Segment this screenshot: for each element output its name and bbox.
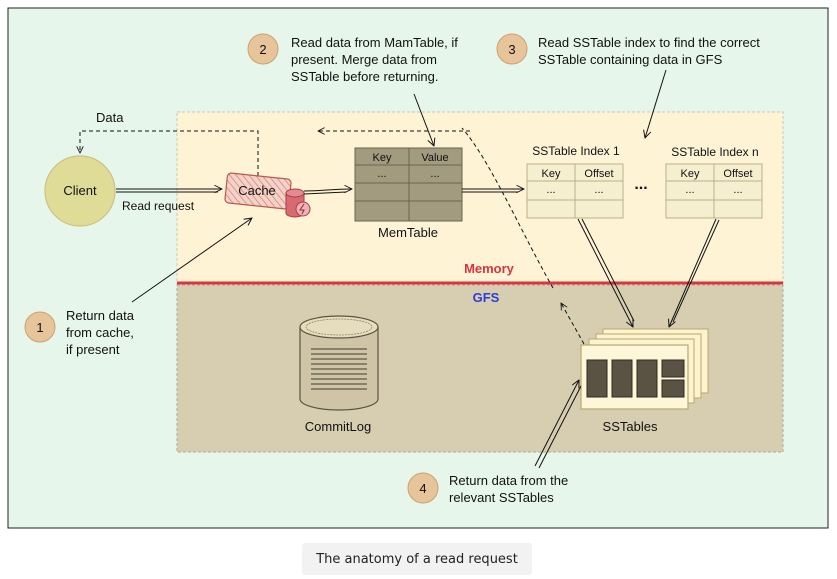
cache-node: Cache [224, 172, 292, 210]
commitlog-label: CommitLog [305, 419, 371, 434]
index-1-offset-header: Offset [584, 168, 613, 180]
sstable-index-n-title: SSTable Index n [671, 145, 758, 159]
step-2-text: present. Merge data from [291, 52, 437, 67]
step-3-text: Read SSTable index to find the correct [538, 35, 760, 50]
step-3-number: 3 [508, 42, 515, 57]
read-request-label: Read request [122, 199, 195, 213]
sstables-label: SSTables [603, 419, 658, 434]
client-node [44, 155, 116, 227]
sstable-index-n: Key Offset ... ... [665, 163, 763, 219]
step-4-pointer-second-line [538, 385, 582, 469]
index-1-to-sstables-arrow [577, 218, 633, 327]
index-n-to-sstables-arrow-second-line [672, 219, 720, 323]
step-1-number: 1 [36, 320, 43, 335]
step-2-text: Read data from MamTable, if [291, 35, 458, 50]
index-n-to-sstables-arrow [669, 218, 717, 327]
sstables-to-memtable-dashed [561, 303, 585, 345]
database-icon [285, 188, 311, 218]
step-4-text: Return data from the [449, 473, 568, 488]
data-return-path [80, 130, 259, 176]
step-3-pointer [645, 69, 667, 138]
caption-text: The anatomy of a read request [316, 551, 518, 567]
memtable-cell: ... [430, 168, 439, 180]
sstable-index-1: Key Offset ... ... [526, 163, 624, 219]
index-n-cell: ... [733, 184, 742, 196]
step-4-badge [407, 472, 439, 504]
index-ellipsis: ... [634, 176, 647, 193]
commitlog-database-icon [299, 315, 379, 411]
index-1-key-header: Key [542, 168, 561, 180]
memtable-cell: ... [377, 168, 386, 180]
memtable: Key Value ... ... [354, 147, 463, 222]
index-1-to-sstables-arrow-second-line [581, 218, 635, 322]
figure-caption: The anatomy of a read request [302, 543, 532, 575]
step-2-badge [247, 33, 279, 65]
data-label: Data [96, 110, 124, 125]
step-1-pointer [131, 218, 252, 303]
step-1-text: if present [66, 342, 120, 357]
sstables-stack-icon [580, 328, 709, 410]
sstable-index-1-title: SSTable Index 1 [532, 144, 620, 158]
cache-label: Cache [238, 183, 276, 198]
step-1-badge [24, 311, 56, 343]
gfs-label: GFS [473, 290, 500, 305]
step-3-badge [496, 33, 528, 65]
memtable-key-header: Key [373, 152, 392, 164]
step-2-text: SSTable before returning. [291, 69, 438, 84]
index-1-cell: ... [594, 184, 603, 196]
step-4-number: 4 [419, 481, 426, 496]
step-4-pointer [534, 380, 579, 467]
step-2-number: 2 [259, 42, 266, 57]
sstables-return-dashed-upper [461, 127, 554, 289]
step-3-text: SSTable containing data in GFS [538, 52, 723, 67]
index-n-offset-header: Offset [723, 168, 752, 180]
memtable-label: MemTable [378, 225, 438, 240]
cache-to-memtable-arrow-second-line [303, 191, 347, 195]
client-label: Client [63, 183, 97, 198]
index-1-cell: ... [546, 184, 555, 196]
cache-to-memtable-arrow [303, 189, 352, 191]
step-1-text: Return data [66, 308, 135, 323]
step-4-text: relevant SSTables [449, 490, 554, 505]
index-n-cell: ... [685, 184, 694, 196]
index-n-key-header: Key [681, 168, 700, 180]
memtable-value-header: Value [421, 152, 448, 164]
step-1-text: from cache, [66, 325, 134, 340]
step-2-pointer [413, 93, 434, 146]
memory-label: Memory [464, 261, 515, 276]
